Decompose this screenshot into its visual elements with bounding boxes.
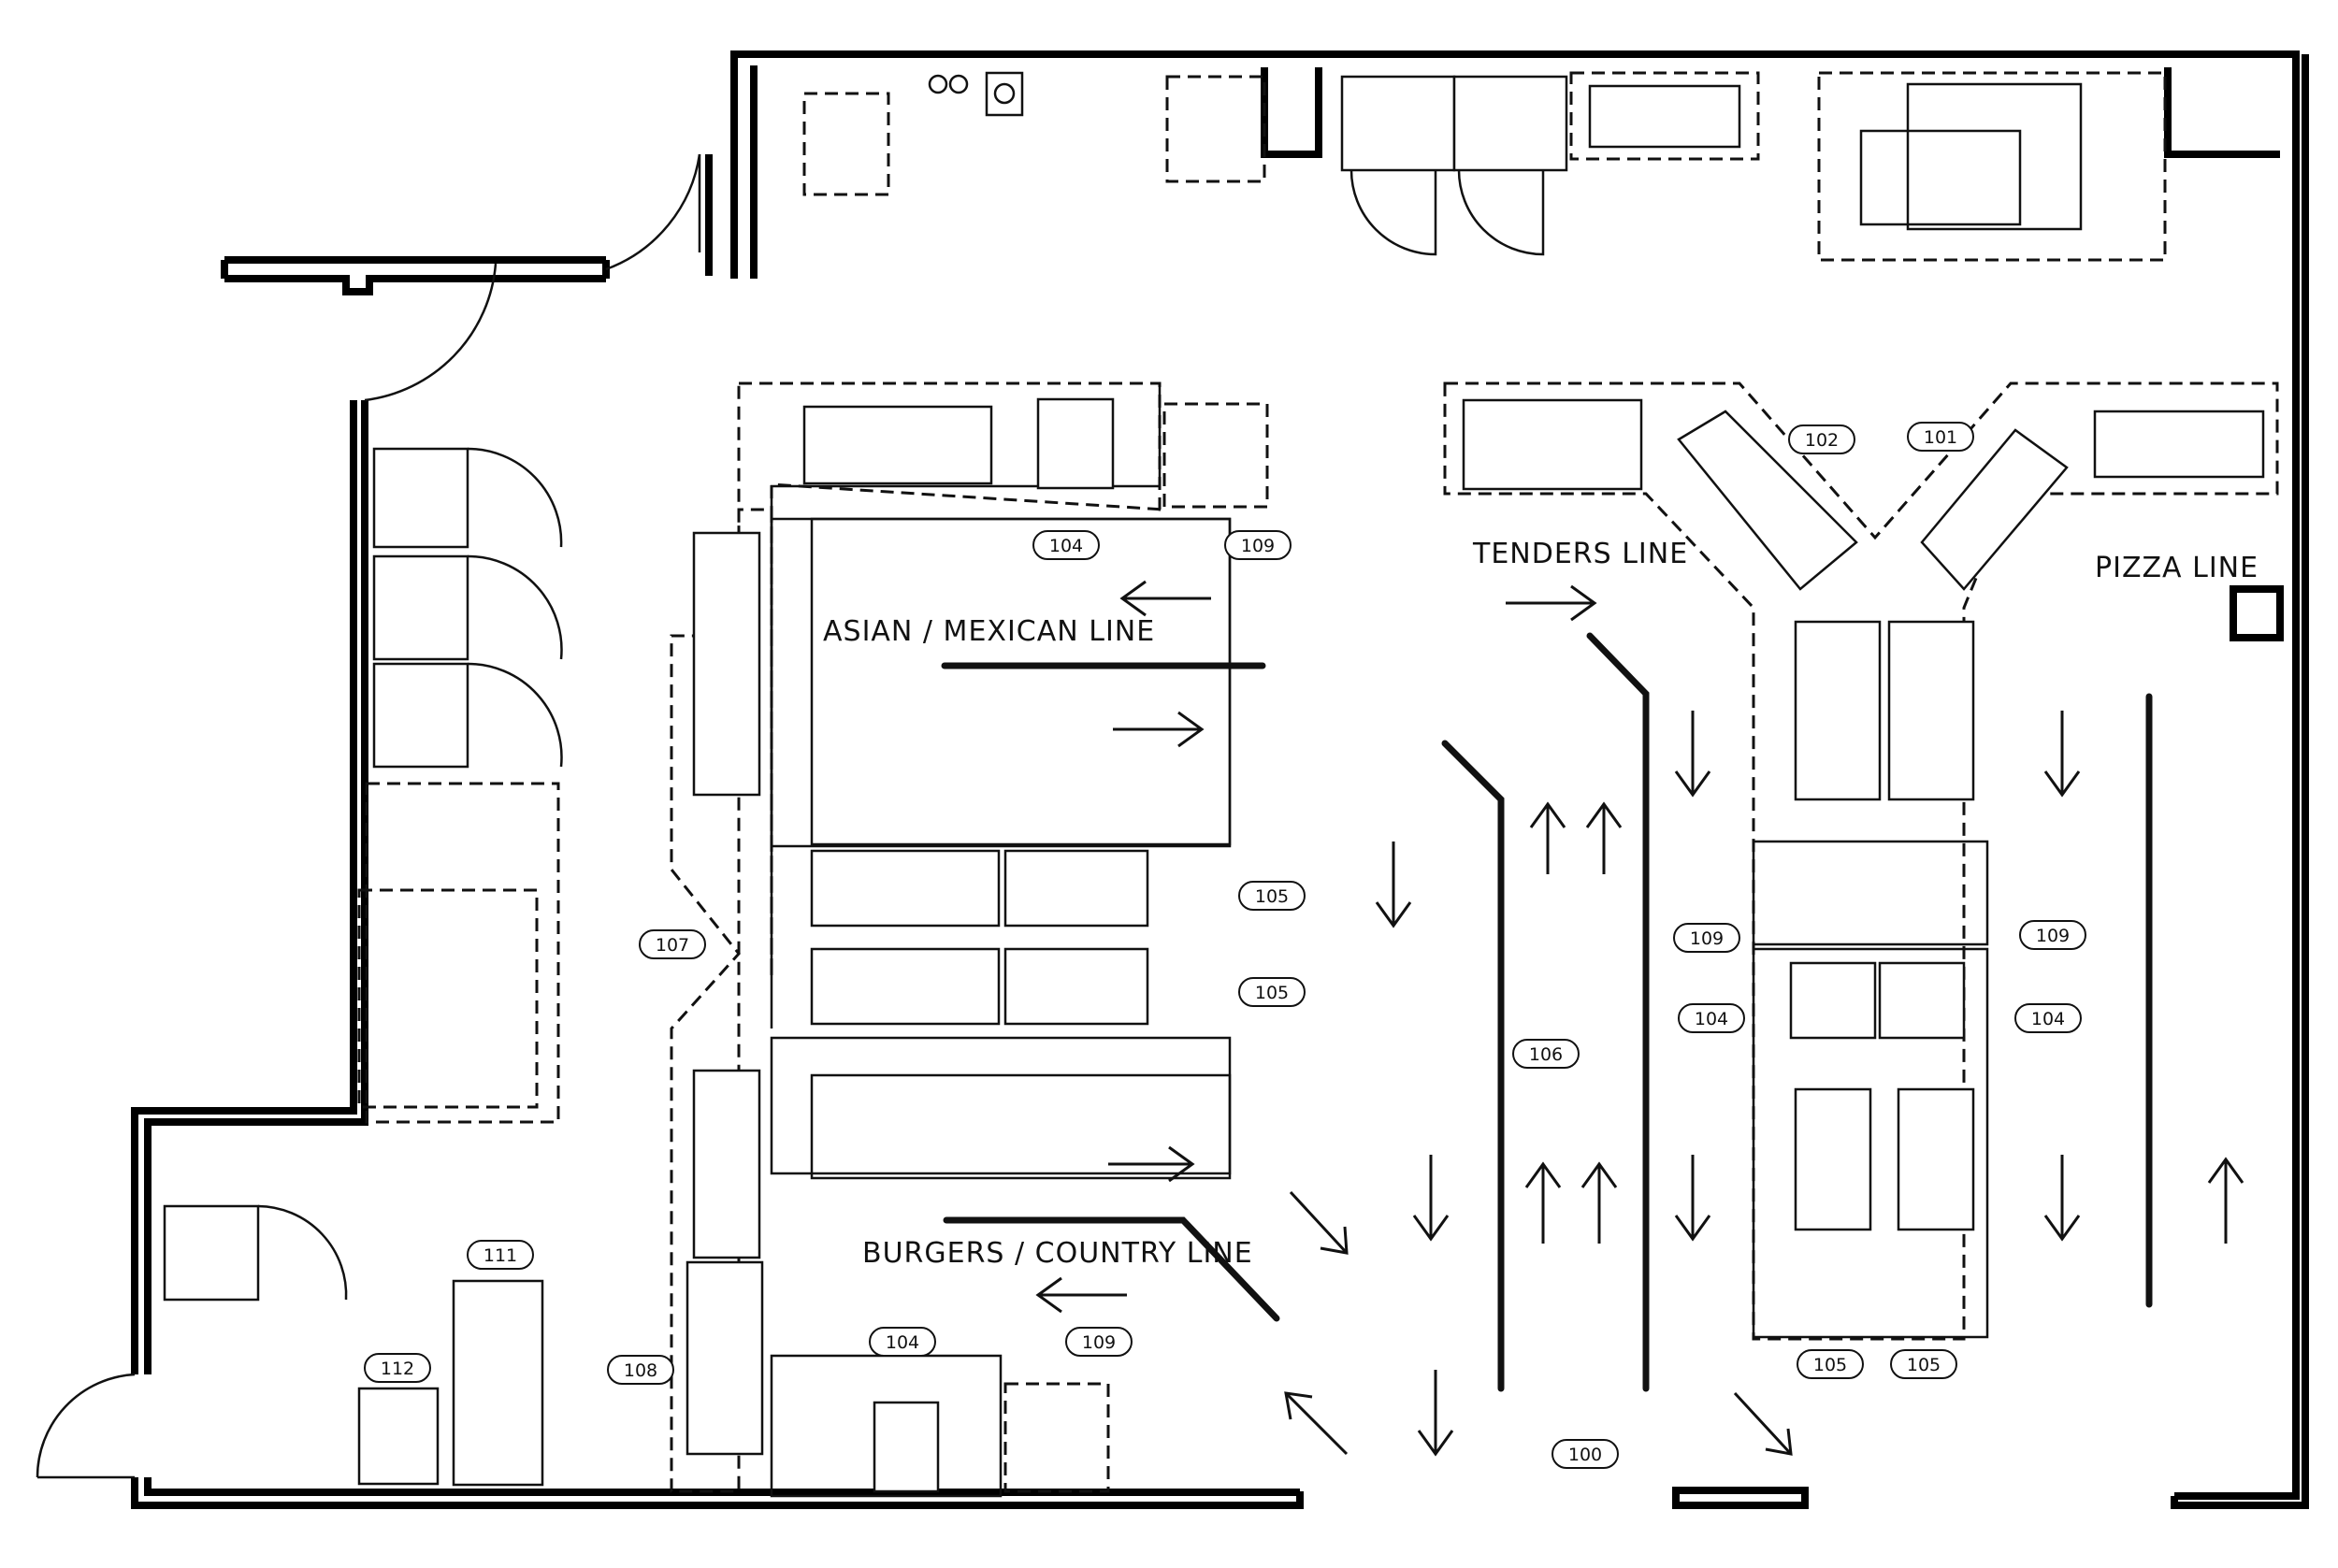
svg-text:104: 104 — [886, 1332, 919, 1353]
equipment-tags: 100 101 102 104 104 104 104 105 105 105 … — [364, 422, 2086, 1469]
svg-text:102: 102 — [1805, 430, 1839, 451]
svg-text:106: 106 — [1529, 1044, 1563, 1065]
svg-text:101: 101 — [1924, 427, 1957, 448]
tag-112: 112 — [364, 1353, 431, 1383]
svg-text:105: 105 — [1813, 1355, 1847, 1375]
tag-102: 102 — [1788, 424, 1855, 454]
tag-104-right: 104 — [2014, 1003, 2082, 1033]
burgers-country-line-label: BURGERS / COUNTRY LINE — [862, 1237, 1253, 1270]
svg-text:107: 107 — [656, 935, 689, 956]
svg-text:112: 112 — [381, 1359, 414, 1379]
svg-text:105: 105 — [1907, 1355, 1941, 1375]
svg-text:105: 105 — [1255, 886, 1289, 907]
tag-109-right: 109 — [2019, 920, 2086, 950]
svg-text:104: 104 — [2031, 1009, 2065, 1029]
asian-mexican-line — [670, 381, 1269, 1498]
tag-108: 108 — [607, 1355, 674, 1385]
tag-105-c: 105 — [1797, 1349, 1864, 1379]
tag-111: 111 — [467, 1240, 534, 1270]
tag-105-a: 105 — [1238, 881, 1306, 911]
svg-text:109: 109 — [2036, 926, 2070, 946]
tag-109-burger: 109 — [1065, 1327, 1133, 1357]
tenders-pizza-lines — [1443, 381, 2284, 1341]
tag-105-d: 105 — [1890, 1349, 1957, 1379]
flow-arrows — [1035, 580, 2244, 1457]
svg-text:104: 104 — [1695, 1009, 1728, 1029]
station-labels: ASIAN / MEXICAN LINE TENDERS LINE PIZZA … — [823, 538, 2259, 1270]
svg-text:109: 109 — [1082, 1332, 1116, 1353]
pizza-line-label: PIZZA LINE — [2095, 552, 2259, 584]
svg-text:109: 109 — [1690, 928, 1724, 949]
left-wall-equipment — [163, 447, 563, 1487]
svg-text:100: 100 — [1568, 1445, 1602, 1465]
tag-100: 100 — [1551, 1439, 1619, 1469]
asian-mexican-line-label: ASIAN / MEXICAN LINE — [823, 615, 1155, 648]
tag-104-left: 104 — [1678, 1003, 1745, 1033]
tag-104-asian: 104 — [1032, 530, 1100, 560]
tag-106: 106 — [1512, 1039, 1580, 1069]
svg-text:105: 105 — [1255, 983, 1289, 1003]
svg-text:104: 104 — [1049, 536, 1083, 556]
svg-text:109: 109 — [1241, 536, 1275, 556]
tag-109-asian: 109 — [1224, 530, 1292, 560]
tag-101: 101 — [1907, 422, 1974, 452]
exterior-walls — [131, 50, 2309, 1509]
tenders-line-label: TENDERS LINE — [1472, 538, 1688, 570]
tag-109-left: 109 — [1673, 923, 1740, 953]
svg-text:108: 108 — [624, 1360, 657, 1381]
tag-104-burger: 104 — [869, 1327, 936, 1357]
door-swings — [36, 153, 701, 1479]
counter-rails — [941, 632, 2153, 1392]
tag-105-b: 105 — [1238, 977, 1306, 1007]
tag-107: 107 — [639, 929, 706, 959]
top-wall-equipment — [802, 71, 2167, 262]
svg-text:111: 111 — [483, 1245, 517, 1266]
